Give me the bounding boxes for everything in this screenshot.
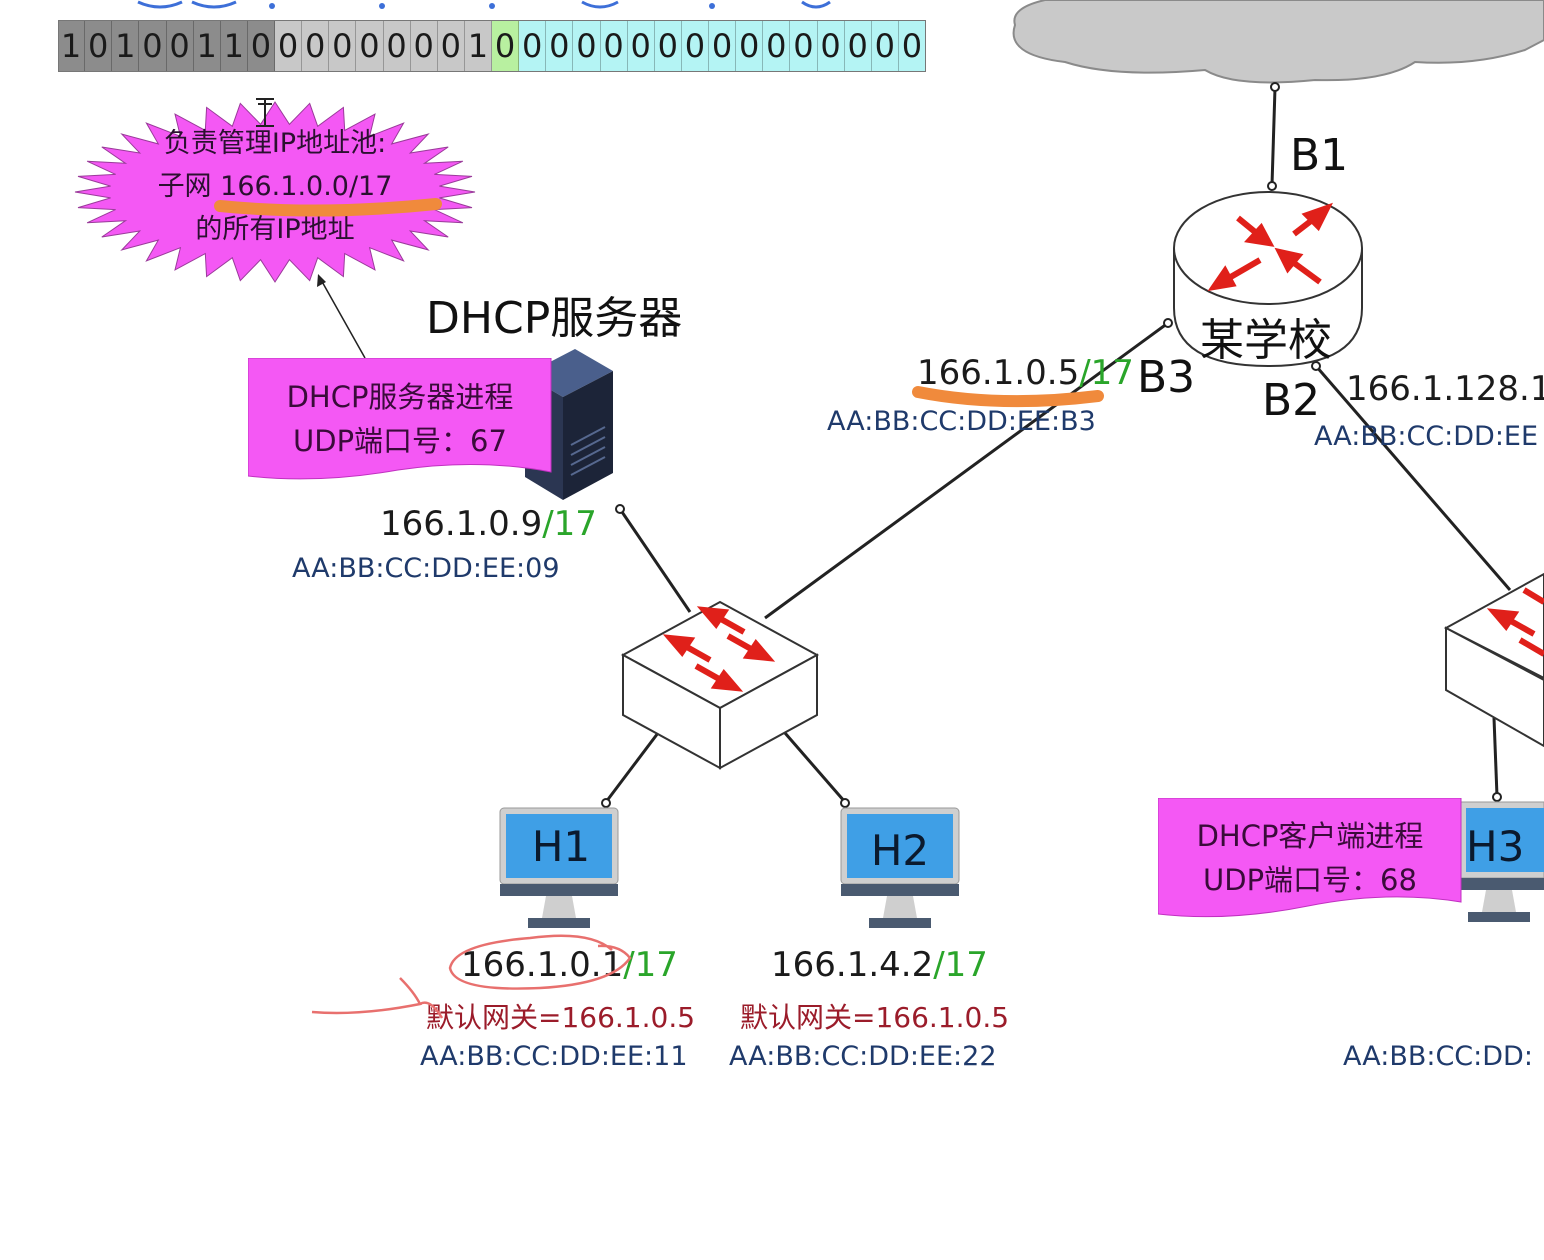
router-b3-ip-prefix: /17 [1079,353,1134,393]
router-name: 某学校 [1200,315,1332,366]
bit-cell: 0 [329,20,357,72]
bit-cell: 0 [736,20,764,72]
h1-monitor-icon [499,807,619,928]
bit-cell: 0 [817,20,845,72]
bit-cell: 0 [275,20,303,72]
bit-cell: 0 [247,20,275,72]
h1-gateway: 默认网关=166.1.0.5 [426,1001,696,1034]
h1-ip: 166.1.0.1/17 [461,945,678,985]
router-iface-b1: B1 [1290,130,1349,181]
bit-cell: 1 [464,20,492,72]
bit-cell: 0 [627,20,655,72]
bit-cell: 0 [573,20,601,72]
bit-cell: 1 [193,20,221,72]
host-h3-label: H3 [1466,822,1525,871]
h1-ip-prefix: /17 [623,945,678,985]
server-ip-prefix: /17 [542,504,597,544]
arrow-to-h1-ip [311,977,444,1019]
bit-cell: 0 [302,20,330,72]
router-b3-ip-address: 166.1.0.5 [917,353,1080,393]
switch-2-icon [1444,572,1544,748]
server-process-name: DHCP服务器进程 [286,380,514,414]
router-b3-mac: AA:BB:CC:DD:EE:B3 [827,406,1096,437]
bit-cell: 0 [600,20,628,72]
server-mac: AA:BB:CC:DD:EE:09 [292,553,560,584]
underline-subnet [214,198,442,217]
link-cloud-router [1270,87,1277,186]
link-switch1-h1 [604,732,660,803]
router-iface-b2: B2 [1262,375,1321,426]
bit-cell: 1 [220,20,248,72]
server-ip-address: 166.1.0.9 [380,504,543,544]
address-pool-callout [74,101,476,283]
bit-cell: 0 [681,20,709,72]
underline-router-ip [912,386,1104,408]
callout-line-3: 的所有IP地址 [195,214,355,245]
server-process-banner [248,358,552,480]
bit-cell: 1 [58,20,86,72]
h3-mac: AA:BB:CC:DD: [1343,1041,1533,1072]
bit-cell: 0 [383,20,411,72]
link-switch2-h3 [1492,717,1499,797]
client-process-port: UDP端口号：68 [1203,863,1417,897]
bit-cell: 0 [790,20,818,72]
circle-h1-ip [448,934,632,990]
bit-cell: 0 [437,20,465,72]
internet-cloud [1012,0,1544,84]
h1-mac: AA:BB:CC:DD:EE:11 [420,1041,688,1072]
router-b3-ip: 166.1.0.5/17 [917,353,1134,393]
server-process-port: UDP端口号：67 [293,424,507,458]
h2-ip-address: 166.1.4.2 [771,945,934,985]
h2-monitor-icon [840,807,960,928]
cutoff-digit-row [137,0,831,9]
link-router-switch1 [764,321,1169,620]
client-process-name: DHCP客户端进程 [1196,819,1424,853]
address-pool-callout-text: 负责管理IP地址池: 子网 166.1.0.0/17 的所有IP地址 [110,122,440,251]
bit-cell: 0 [546,20,574,72]
bit-cell: 0 [519,20,547,72]
bit-cell: 0 [356,20,384,72]
router-icon [1173,191,1363,368]
callout-pointer [319,277,366,359]
server-process-text: DHCP服务器进程 UDP端口号：67 [250,375,550,463]
link-router-switch2 [1314,365,1512,591]
bit-cell: 0 [85,20,113,72]
bit-cell: 0 [410,20,438,72]
bit-cell: 0 [898,20,926,72]
dhcp-server-title: DHCP服务器 [426,293,683,344]
bit-cell: 0 [709,20,737,72]
text-cursor-icon [256,98,274,127]
bit-cell: 0 [871,20,899,72]
callout-line-2: 子网 166.1.0.0/17 [157,171,393,202]
host-h1-label: H1 [531,822,591,871]
router-b2-mac: AA:BB:CC:DD:EE [1314,421,1539,452]
router-iface-b3: B3 [1137,352,1196,403]
h2-ip-prefix: /17 [933,945,988,985]
server-ip: 166.1.0.9/17 [380,504,597,544]
callout-line-1: 负责管理IP地址池: [163,128,387,159]
bit-cell: 0 [763,20,791,72]
bit-cell: 0 [844,20,872,72]
router-b2-ip-address: 166.1.128.1 [1346,369,1544,409]
h2-ip: 166.1.4.2/17 [771,945,988,985]
link-server-switch1 [618,508,692,613]
link-switch1-h2 [783,732,847,803]
h2-gateway: 默认网关=166.1.0.5 [740,1001,1010,1034]
bit-cell: 0 [166,20,194,72]
bit-cell: 0 [492,20,520,72]
bit-cell: 0 [139,20,167,72]
bit-cell: 1 [112,20,140,72]
client-process-text: DHCP客户端进程 UDP端口号：68 [1160,814,1460,902]
router-b2-ip: 166.1.128.1/1 [1346,369,1544,409]
bit-cell: 0 [654,20,682,72]
client-process-banner [1158,798,1462,918]
h2-mac: AA:BB:CC:DD:EE:22 [729,1041,997,1072]
host-h2-label: H2 [870,826,930,875]
h3-monitor-icon [1459,801,1544,922]
switch-1-icon [620,600,820,770]
